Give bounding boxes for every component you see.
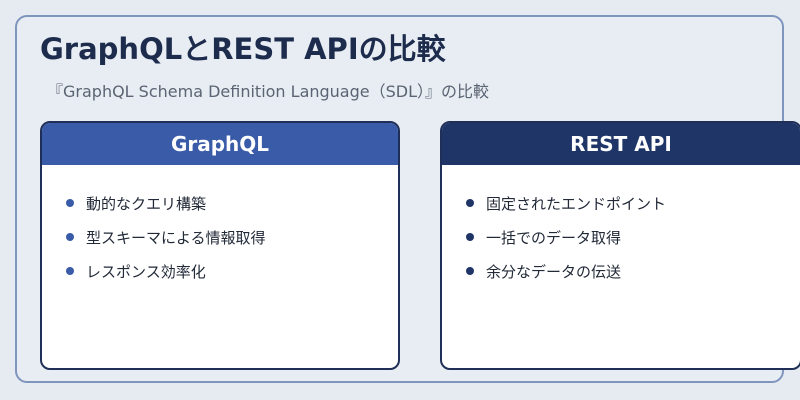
bullet-icon <box>466 199 474 207</box>
list-item-label: 動的なクエリ構築 <box>86 194 207 213</box>
rest-api-feature-list: 固定されたエンドポイント 一括でのデータ取得 余分なデータの伝送 <box>442 165 800 288</box>
rest-api-card: REST API 固定されたエンドポイント 一括でのデータ取得 余分なデータの伝… <box>440 121 800 370</box>
bullet-icon <box>66 233 74 241</box>
rest-api-card-header: REST API <box>442 123 800 165</box>
graphql-card: GraphQL 動的なクエリ構築 型スキーマによる情報取得 レスポンス効率化 <box>40 121 400 370</box>
list-item: 固定されたエンドポイント <box>466 186 800 220</box>
list-item: レスポンス効率化 <box>66 254 398 288</box>
page-title: GraphQLとREST APIの比較 <box>40 32 446 66</box>
list-item: 一括でのデータ取得 <box>466 220 800 254</box>
graphql-card-header: GraphQL <box>42 123 398 165</box>
page-subtitle: 『GraphQL Schema Definition Language（SDL）… <box>47 82 490 101</box>
list-item: 型スキーマによる情報取得 <box>66 220 398 254</box>
list-item-label: 一括でのデータ取得 <box>486 228 622 247</box>
list-item-label: 余分なデータの伝送 <box>486 262 622 281</box>
bullet-icon <box>466 267 474 275</box>
list-item-label: レスポンス効率化 <box>86 262 206 281</box>
bullet-icon <box>66 199 74 207</box>
list-item-label: 固定されたエンドポイント <box>486 194 667 213</box>
list-item-label: 型スキーマによる情報取得 <box>86 228 266 247</box>
bullet-icon <box>66 267 74 275</box>
bullet-icon <box>466 233 474 241</box>
list-item: 動的なクエリ構築 <box>66 186 398 220</box>
graphql-feature-list: 動的なクエリ構築 型スキーマによる情報取得 レスポンス効率化 <box>42 165 398 288</box>
list-item: 余分なデータの伝送 <box>466 254 800 288</box>
